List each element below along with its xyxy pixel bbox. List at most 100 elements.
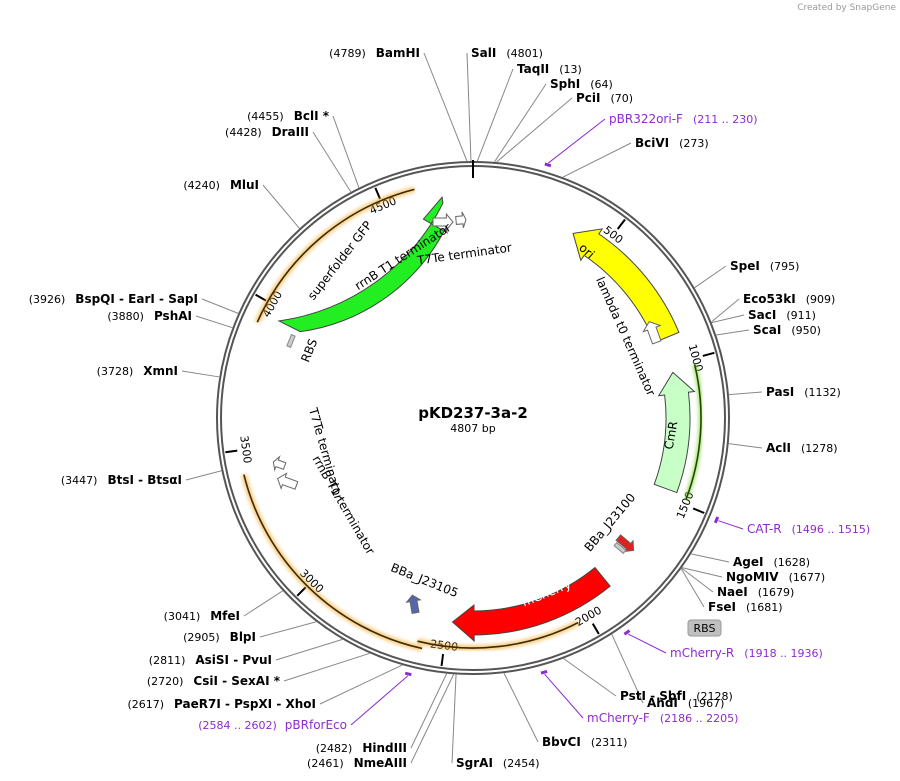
rbs-box xyxy=(687,619,722,637)
leader-28 xyxy=(181,370,220,378)
orf-cmr xyxy=(685,364,702,500)
tick-3500 xyxy=(225,449,238,454)
site-12: AgeI(1628) xyxy=(733,555,810,569)
site-9: ScaI(950) xyxy=(753,323,821,337)
primer-mark-4 xyxy=(404,671,412,677)
site-21: (2482)HindIII xyxy=(316,741,407,755)
site-16: AhdI(1967) xyxy=(647,696,724,710)
leader-2 xyxy=(476,68,514,162)
leader-10 xyxy=(728,391,763,396)
leader-0 xyxy=(423,52,468,162)
primer-leader-3 xyxy=(544,673,584,719)
primer-4: (2584 .. 2602)pBRforEco xyxy=(198,718,347,732)
primer-mark-2 xyxy=(623,629,631,636)
rrnb-top-symbol xyxy=(432,212,454,232)
tick-2000 xyxy=(591,623,600,635)
leader-12 xyxy=(691,553,730,563)
primer-1: CAT-R(1496 .. 1515) xyxy=(747,522,870,536)
site-24: (2811)AsiSI - PvuI xyxy=(149,653,272,667)
leader-19 xyxy=(451,674,457,764)
site-30: (3926)BspQI - EarI - SapI xyxy=(29,292,198,306)
rbs-mcherry-bar xyxy=(613,541,627,555)
leader-1 xyxy=(466,52,472,162)
leader-23 xyxy=(283,652,370,682)
site-22: (2617)PaeR7I - PspXI - XhoI xyxy=(127,697,316,711)
snapgene-watermark: Created by SnapGene xyxy=(797,3,896,13)
site-leader-lines xyxy=(181,52,763,764)
bba-j23105-label: BBa_J23105 xyxy=(389,560,461,600)
orf-arcs xyxy=(240,186,704,652)
leader-33 xyxy=(332,115,360,188)
site-10: PasI(1132) xyxy=(766,385,841,399)
site-26: (3041)MfeI xyxy=(164,609,240,623)
t7te-left-symbol xyxy=(272,455,287,472)
bba-j23100-symbol xyxy=(615,534,635,553)
site-25: (2905)BlpI xyxy=(183,630,256,644)
leader-32 xyxy=(312,131,352,193)
site-7: Eco53kI(909) xyxy=(743,292,835,306)
tick-2500 xyxy=(440,653,445,667)
primer-mark-0 xyxy=(544,162,552,168)
leader-7 xyxy=(711,298,740,323)
sfgfp-arrow xyxy=(277,195,448,333)
site-13: NgoMIV(1677) xyxy=(726,570,825,584)
site-0: (4789)BamHI xyxy=(329,46,420,60)
site-23: (2720)CsiI - SexAI * xyxy=(147,674,281,688)
leader-31 xyxy=(262,184,300,229)
orf-left xyxy=(243,474,423,650)
mcherry-arrow xyxy=(451,566,611,643)
plasmid-length: 4807 bp xyxy=(450,422,495,435)
leader-30 xyxy=(201,298,239,314)
site-29: (3880)PshAI xyxy=(107,309,192,323)
leader-9 xyxy=(716,329,750,336)
tick-3000 xyxy=(296,586,307,597)
site-2: TaqII(13) xyxy=(517,62,582,76)
leader-25 xyxy=(259,621,317,638)
primer-mark-1 xyxy=(713,516,720,524)
leader-26 xyxy=(243,590,284,617)
tick-4500 xyxy=(374,187,381,200)
lambda-t0-symbol xyxy=(642,321,662,345)
rrnb-left-symbol xyxy=(276,472,299,490)
site-27: (3447)BtsI - BtsαI xyxy=(61,473,182,487)
site-6: SpeI(795) xyxy=(730,259,799,273)
tick-500 xyxy=(616,218,626,230)
site-1: SalI(4801) xyxy=(471,46,543,60)
leader-24 xyxy=(275,638,343,661)
orf-sfgfp xyxy=(256,188,415,323)
rbs-label: RBS xyxy=(298,337,320,364)
leader-5 xyxy=(562,142,632,178)
primer-3: mCherry-F(2186 .. 2205) xyxy=(587,711,738,725)
rrnb-left-label: rrnB T1 terminator xyxy=(309,453,377,557)
primer-2: mCherry-R(1918 .. 1936) xyxy=(670,646,823,660)
site-28: (3728)XmnI xyxy=(97,364,178,378)
cmr-arrow xyxy=(653,371,696,494)
plasmid-name: pKD237-3a-2 xyxy=(418,404,528,422)
site-4: PciI(70) xyxy=(576,91,633,105)
site-14: NaeI(1679) xyxy=(717,585,794,599)
leader-11 xyxy=(728,443,763,449)
rbs-box-label: RBS xyxy=(694,622,716,635)
leader-8 xyxy=(711,314,745,324)
site-19: SgrAI(2454) xyxy=(456,756,539,770)
site-17: PstI - SbfI(2128) xyxy=(620,689,733,703)
primer-labels: pBR322ori-F(211 .. 230)CAT-R(1496 .. 151… xyxy=(198,112,870,732)
tick-label-3500: 3500 xyxy=(237,435,254,465)
primer-mark-3 xyxy=(540,669,548,675)
primer-leader-1 xyxy=(718,520,744,530)
site-20: (2461)NmeAIII xyxy=(307,756,407,770)
leader-29 xyxy=(195,315,233,329)
leader-20 xyxy=(410,674,455,764)
site-11: AclI(1278) xyxy=(766,441,838,455)
leader-14 xyxy=(681,567,714,593)
site-8: SacI(911) xyxy=(748,308,816,322)
tick-1500 xyxy=(692,507,705,514)
site-18: BbvCI(2311) xyxy=(542,735,627,749)
tick-4000 xyxy=(255,293,267,302)
tick-1000 xyxy=(702,351,715,357)
feature-arrows xyxy=(272,195,696,643)
site-33: (4455)BclI * xyxy=(247,109,330,123)
leader-3 xyxy=(494,83,547,163)
